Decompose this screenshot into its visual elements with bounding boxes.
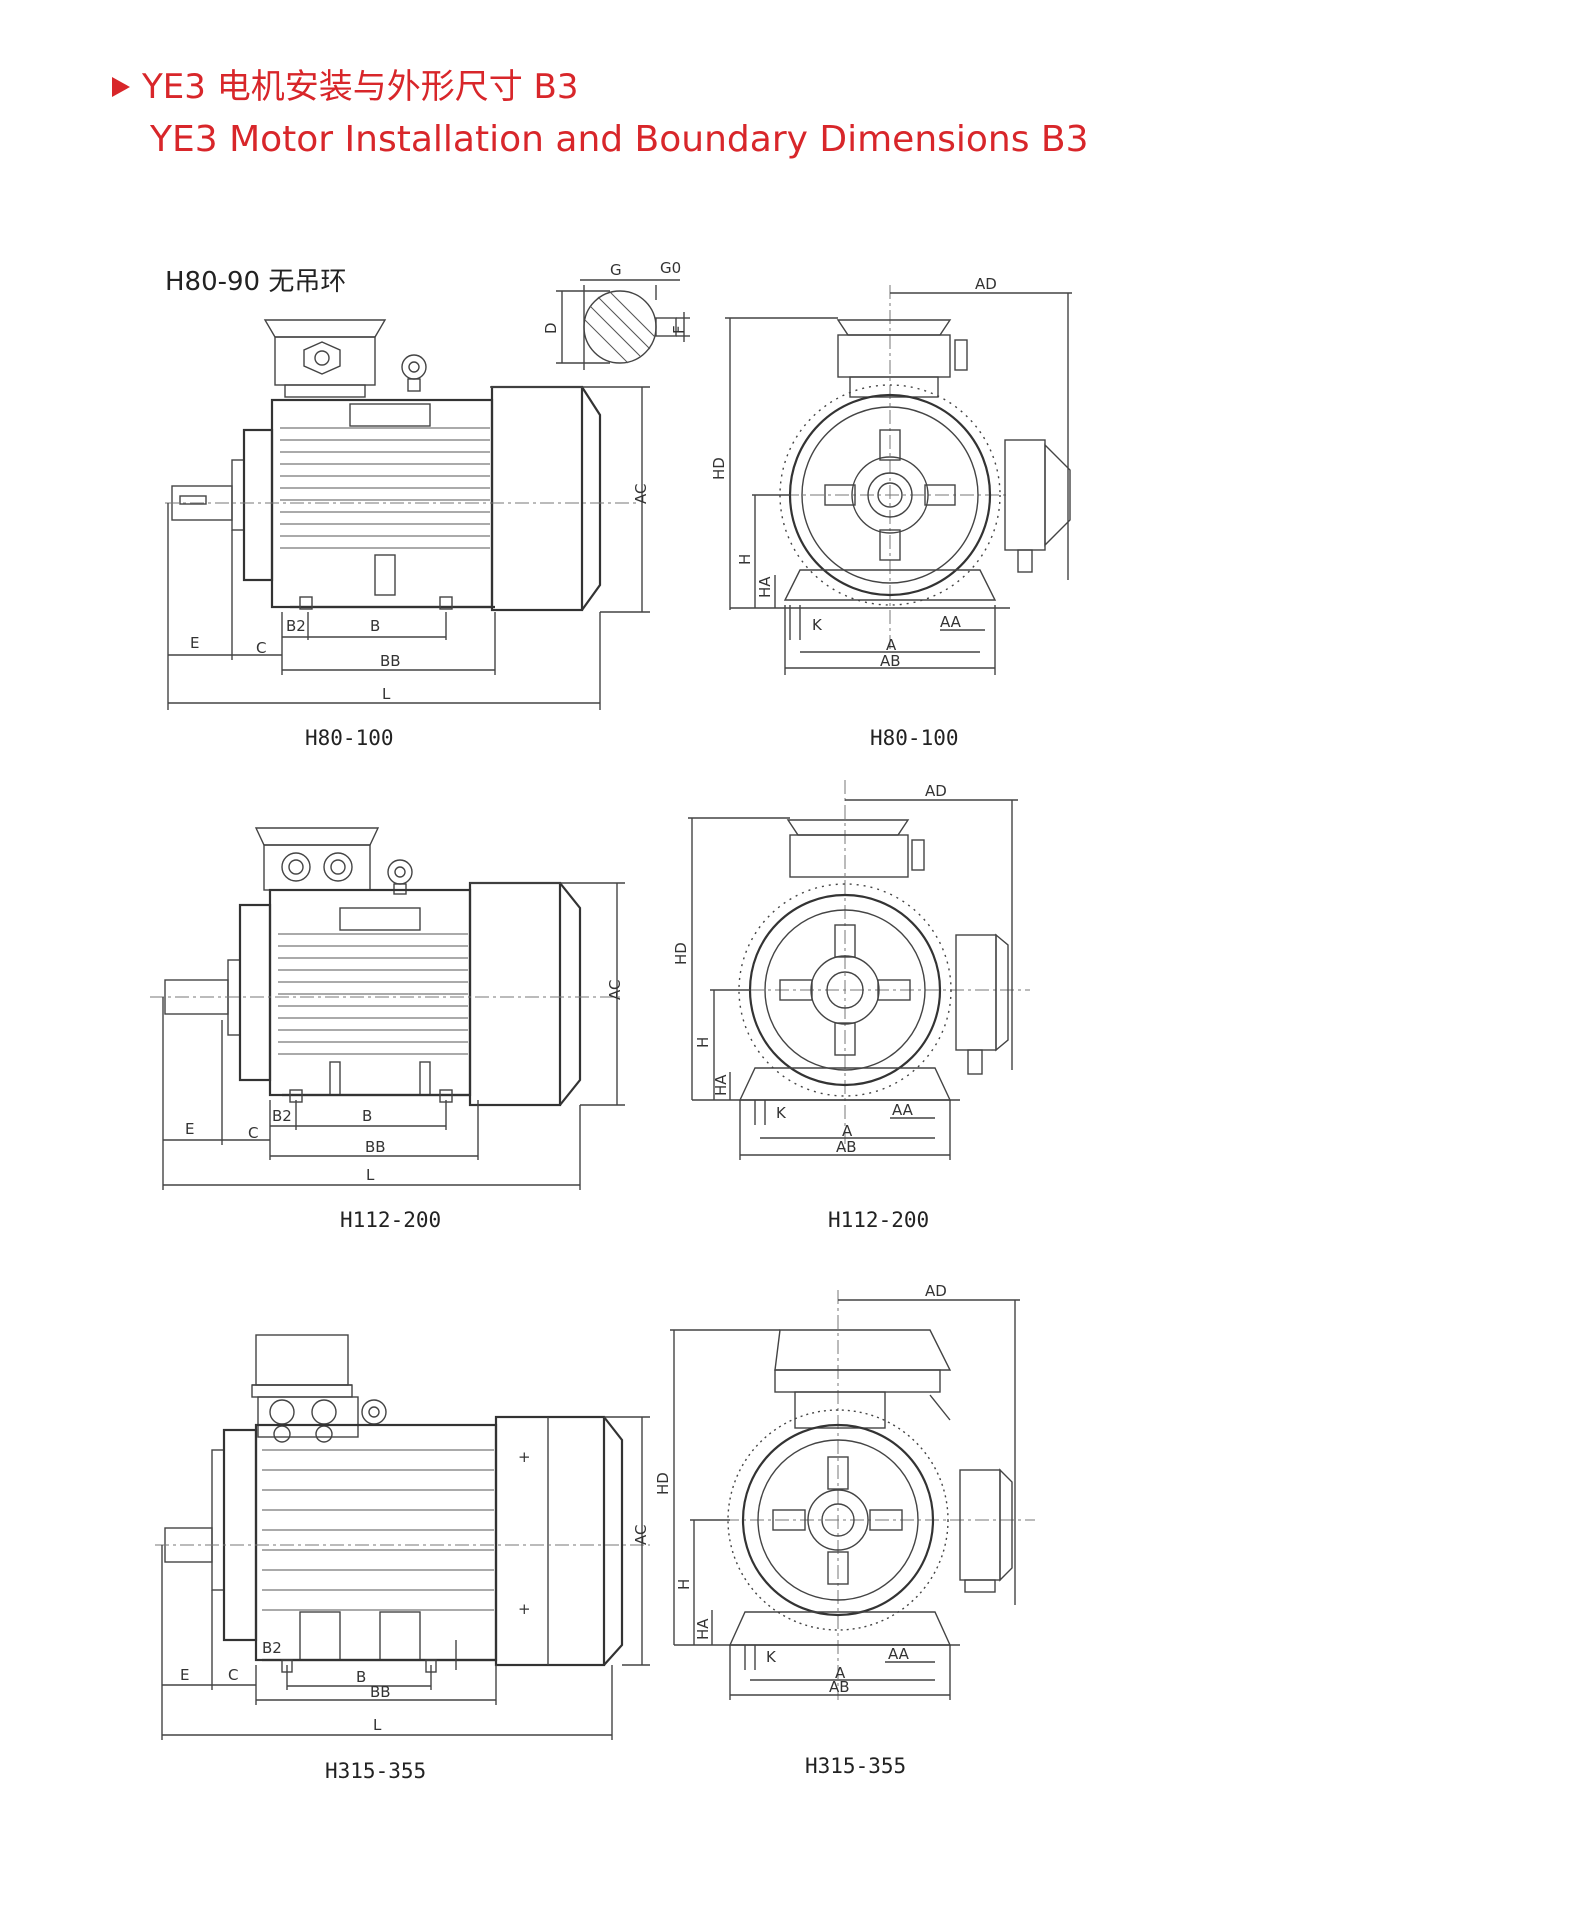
dim-label-bb: BB — [380, 652, 401, 670]
dim-label-e: E — [180, 1666, 189, 1684]
dim-label-g0: G0 — [660, 259, 681, 277]
dim-label-ac: AC — [606, 980, 624, 1000]
dim-label-b: B — [356, 1668, 366, 1686]
page-header: YE3 电机安装与外形尺寸 B3 YE3 Motor Installation … — [112, 64, 1089, 164]
dim-label-d: D — [542, 322, 560, 334]
title-en: YE3 Motor Installation and Boundary Dime… — [150, 119, 1089, 160]
caption-r2-end: H112-200 — [828, 1208, 929, 1232]
dim-label-b: B — [362, 1107, 372, 1125]
dim-label-aa: AA — [940, 613, 962, 631]
dim-label-ab: AB — [880, 652, 901, 670]
dim-label-k: K — [766, 1648, 777, 1666]
dim-label-ac: AC — [632, 1525, 650, 1545]
dim-label-hd: HD — [672, 942, 690, 965]
dim-label-ad: AD — [925, 1282, 947, 1300]
dim-label-ab: AB — [836, 1138, 857, 1156]
note-no-lifting-ring: H80-90 无吊环 — [165, 267, 346, 297]
dim-label-ad: AD — [925, 782, 947, 800]
side-view-h112-200: AC B2 B E C BB L H112-200 — [150, 827, 625, 1232]
dim-label-c: C — [248, 1124, 258, 1142]
dim-label-b2: B2 — [286, 617, 306, 635]
caption-r1-side: H80-100 — [305, 726, 394, 750]
dim-label-a: A — [835, 1664, 846, 1682]
dim-label-c: C — [256, 639, 266, 657]
dim-label-ha: HA — [694, 1618, 712, 1640]
dim-label-c: C — [228, 1666, 238, 1684]
dim-label-hd: HD — [654, 1472, 672, 1495]
dim-label-l: L — [366, 1166, 375, 1184]
dim-label-f: F — [670, 325, 688, 334]
end-view-h80-100: AD HD H HA K AA A AB H80-100 — [710, 275, 1072, 750]
shaft-key-detail: G G0 D F — [542, 259, 690, 370]
dim-label-ab: AB — [829, 1678, 850, 1696]
side-view-h315-355: + + AC B2 B E C BB L H315-355 — [155, 1334, 650, 1783]
plus-mark-bottom: + — [518, 1600, 531, 1618]
caption-r2-side: H112-200 — [340, 1208, 441, 1232]
dim-label-b: B — [370, 617, 380, 635]
dim-label-hd: HD — [710, 457, 728, 480]
dim-label-h: H — [736, 554, 754, 565]
dim-label-l: L — [373, 1716, 382, 1734]
dim-label-e: E — [185, 1120, 194, 1138]
dim-label-aa: AA — [888, 1645, 910, 1663]
dim-label-h: H — [675, 1579, 693, 1590]
dim-label-h: H — [694, 1037, 712, 1048]
dim-label-k: K — [776, 1104, 787, 1122]
dim-label-bb: BB — [370, 1683, 391, 1701]
caption-r3-end: H315-355 — [805, 1754, 906, 1778]
dim-label-k: K — [812, 616, 823, 634]
dim-label-b2: B2 — [272, 1107, 292, 1125]
dim-label-bb: BB — [365, 1138, 386, 1156]
side-view-h80-100: H80-90 无吊环 — [165, 267, 650, 750]
dim-label-l: L — [382, 685, 391, 703]
dim-label-a: A — [842, 1122, 853, 1140]
title-cn-row: YE3 电机安装与外形尺寸 B3 — [112, 64, 1089, 110]
title-cn: YE3 电机安装与外形尺寸 B3 — [142, 67, 579, 107]
end-view-h315-355: AD HD H HA K AA A AB H315-355 — [654, 1282, 1035, 1778]
dim-label-g: G — [610, 261, 622, 279]
dim-label-a: A — [886, 636, 897, 654]
dim-label-ha: HA — [756, 576, 774, 598]
dim-label-ac: AC — [632, 484, 650, 504]
dim-label-aa: AA — [892, 1101, 914, 1119]
bullet-triangle-icon — [112, 77, 130, 97]
dim-label-ha: HA — [712, 1074, 730, 1096]
dim-label-b2: B2 — [262, 1639, 282, 1657]
plus-mark-top: + — [518, 1448, 531, 1466]
caption-r3-side: H315-355 — [325, 1759, 426, 1783]
end-view-h112-200: AD HD H HA K AA A AB H112-200 — [672, 780, 1030, 1232]
dim-label-e: E — [190, 634, 199, 652]
caption-r1-end: H80-100 — [870, 726, 959, 750]
dim-label-ad: AD — [975, 275, 997, 293]
